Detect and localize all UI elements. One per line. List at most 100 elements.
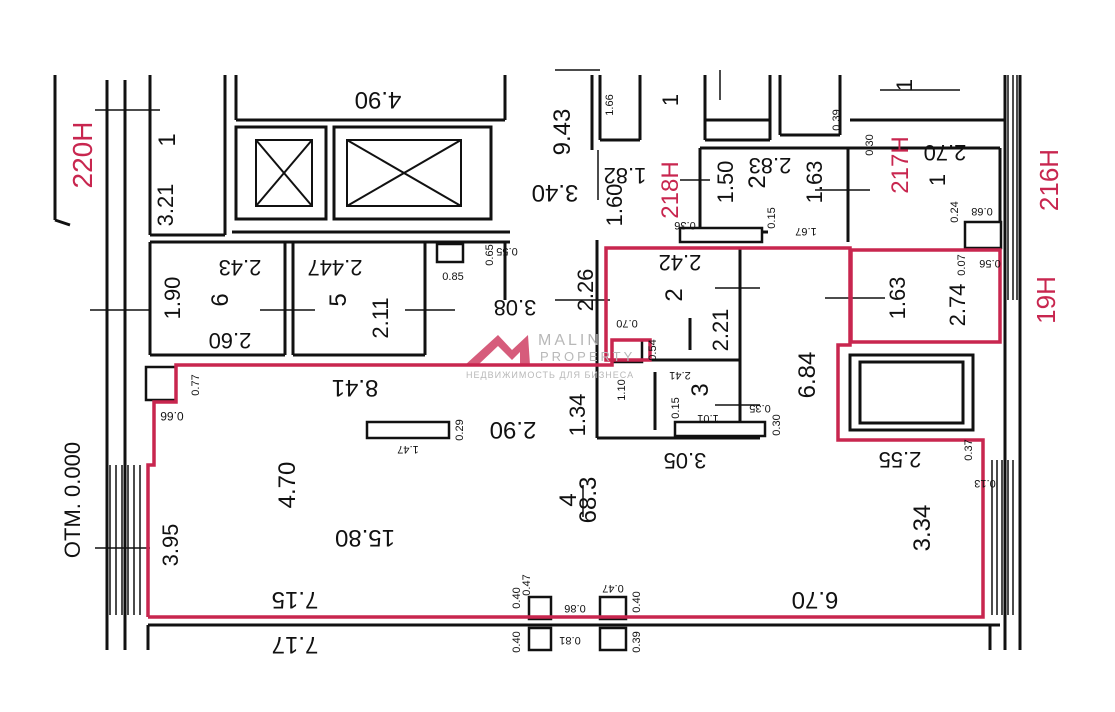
dim-1-10: 1.10 bbox=[616, 379, 628, 400]
unit-label-216H: 216Н bbox=[1034, 149, 1064, 211]
unit-outline-4[interactable] bbox=[146, 246, 985, 619]
dimension-labels: 4.90 9.43 3.40 1.82 1.60 2.83 1.50 1.63 … bbox=[153, 86, 1001, 658]
room-area-main: 68.3 bbox=[575, 477, 602, 524]
dim-0-39-bot: 0.39 bbox=[631, 631, 643, 652]
room-number-6: 6 bbox=[207, 293, 234, 306]
dim-0-68: 0.68 bbox=[971, 205, 992, 217]
dim-3-40: 3.40 bbox=[532, 179, 579, 206]
room-numbers: 1 6 5 2 3 2 1 1 1 bbox=[154, 79, 950, 397]
dim-2-42: 2.42 bbox=[659, 250, 702, 275]
dim-15-80: 15.80 bbox=[335, 524, 395, 551]
dim-0-86: 0.86 bbox=[564, 602, 585, 614]
dim-2-11: 2.11 bbox=[368, 297, 393, 338]
watermark-brand-2: PROPERTY bbox=[540, 349, 635, 364]
dim-0-15-a: 0.15 bbox=[670, 397, 682, 418]
dim-0-36: 0.36 bbox=[674, 219, 695, 231]
dim-0-40-c: 0.40 bbox=[511, 631, 523, 652]
dim-1-90: 1.90 bbox=[160, 277, 185, 320]
dim-3-08: 3.08 bbox=[494, 295, 537, 320]
elevator-shafts bbox=[255, 139, 462, 207]
watermark-logo-icon bbox=[465, 335, 530, 365]
dim-0-24: 0.24 bbox=[949, 201, 961, 222]
dim-0-66: 0.66 bbox=[160, 409, 184, 423]
dim-2-90: 2.90 bbox=[490, 416, 537, 443]
dim-0-40-b: 0.40 bbox=[631, 591, 643, 612]
room-number-5: 5 bbox=[325, 293, 352, 306]
dim-2-26: 2.26 bbox=[573, 269, 598, 312]
dim-1-47: 1.47 bbox=[397, 443, 418, 455]
dim-0-15-b: 0.15 bbox=[766, 207, 778, 228]
watermark: MALIN PROPERTY НЕДВИЖИМОСТЬ ДЛЯ БИЗНЕСА bbox=[465, 332, 635, 380]
dim-3-21: 3.21 bbox=[153, 184, 178, 227]
dimension-ticks bbox=[90, 69, 960, 549]
dim-0-65: 0.65 bbox=[484, 244, 496, 265]
columns bbox=[144, 220, 1003, 652]
dim-1-01: 1.01 bbox=[697, 412, 718, 424]
room-number-1-top-right: 1 bbox=[892, 79, 917, 91]
level-mark: ОТМ. 0.000 bbox=[60, 442, 85, 558]
dim-0-56: 0.56 bbox=[979, 257, 1000, 269]
dim-2-21: 2.21 bbox=[708, 309, 733, 352]
room-number-2-top: 2 bbox=[744, 175, 771, 188]
unit-label-19H: 19Н bbox=[1031, 276, 1061, 324]
stair-hatching-left bbox=[109, 465, 141, 615]
dim-1-66: 1.66 bbox=[604, 94, 616, 115]
dim-4-70: 4.70 bbox=[274, 462, 301, 509]
dim-6-84: 6.84 bbox=[794, 352, 821, 399]
dim-7-15: 7.15 bbox=[272, 586, 319, 613]
dim-1-82: 1.82 bbox=[604, 163, 647, 188]
dim-2-74: 2.74 bbox=[945, 284, 970, 327]
dim-3-34: 3.34 bbox=[909, 505, 936, 552]
dim-0-47-a: 0.47 bbox=[521, 574, 533, 595]
dim-0-40-a: 0.40 bbox=[511, 587, 523, 608]
dim-1-34: 1.34 bbox=[565, 394, 590, 437]
dim-8-41: 8.41 bbox=[332, 374, 379, 401]
dim-1-60: 1.60 bbox=[602, 184, 627, 227]
room-number-3: 3 bbox=[687, 383, 714, 396]
dim-0-39-top: 0.39 bbox=[831, 109, 843, 130]
room-number-1-right: 1 bbox=[925, 174, 950, 186]
room-number-1-top: 1 bbox=[658, 94, 683, 106]
dim-0-81: 0.81 bbox=[559, 634, 580, 646]
dim-7-17: 7.17 bbox=[272, 631, 319, 658]
dim-4-90: 4.90 bbox=[355, 86, 402, 113]
dim-0-13: 0.13 bbox=[974, 477, 995, 489]
dim-1-50: 1.50 bbox=[713, 161, 738, 204]
dim-2-447: 2.447 bbox=[307, 255, 362, 280]
dim-0-37: 0.37 bbox=[963, 439, 975, 460]
dim-3-95: 3.95 bbox=[158, 524, 183, 567]
unit-label-218H: 218Н bbox=[657, 161, 684, 218]
room-number-2-mid: 2 bbox=[661, 288, 688, 301]
dim-0-29: 0.29 bbox=[454, 419, 466, 440]
dim-2-41: 2.41 bbox=[669, 369, 690, 381]
dim-0-77: 0.77 bbox=[190, 374, 202, 395]
unit-outline-19H[interactable] bbox=[849, 248, 1002, 344]
dim-9-43: 9.43 bbox=[549, 109, 576, 156]
unit-label-220H: 220Н bbox=[67, 122, 98, 189]
dim-0-07: 0.07 bbox=[956, 254, 968, 275]
room-number-main: 4 bbox=[555, 493, 582, 506]
dim-0-30-a: 0.30 bbox=[771, 414, 783, 435]
dim-1-63-top: 1.63 bbox=[802, 161, 827, 204]
dim-0-47-b: 0.47 bbox=[602, 582, 623, 594]
walls bbox=[53, 75, 1022, 650]
dim-2-83: 2.83 bbox=[749, 153, 792, 178]
dim-0-55: 0.55 bbox=[496, 245, 517, 257]
dim-0-35: 0.35 bbox=[749, 402, 770, 414]
dim-1-63-mid: 1.63 bbox=[885, 277, 910, 320]
dim-0-30-b: 0.30 bbox=[864, 134, 876, 155]
dim-2-70: 2.70 bbox=[924, 140, 967, 165]
dim-6-70: 6.70 bbox=[792, 586, 839, 613]
watermark-tagline: НЕДВИЖИМОСТЬ ДЛЯ БИЗНЕСА bbox=[466, 370, 634, 380]
dim-0-85: 0.85 bbox=[442, 271, 463, 283]
room-number-1-left: 1 bbox=[154, 133, 181, 146]
dim-1-67: 1.67 bbox=[795, 225, 816, 237]
dim-2-60: 2.60 bbox=[209, 328, 252, 353]
dim-2-55: 2.55 bbox=[879, 447, 922, 472]
unit-label-217H: 217Н bbox=[887, 136, 914, 193]
dim-0-54: 0.54 bbox=[647, 339, 659, 360]
dim-0-70: 0.70 bbox=[616, 317, 637, 329]
dim-3-05: 3.05 bbox=[664, 448, 707, 473]
watermark-brand-1: MALIN bbox=[538, 332, 602, 349]
